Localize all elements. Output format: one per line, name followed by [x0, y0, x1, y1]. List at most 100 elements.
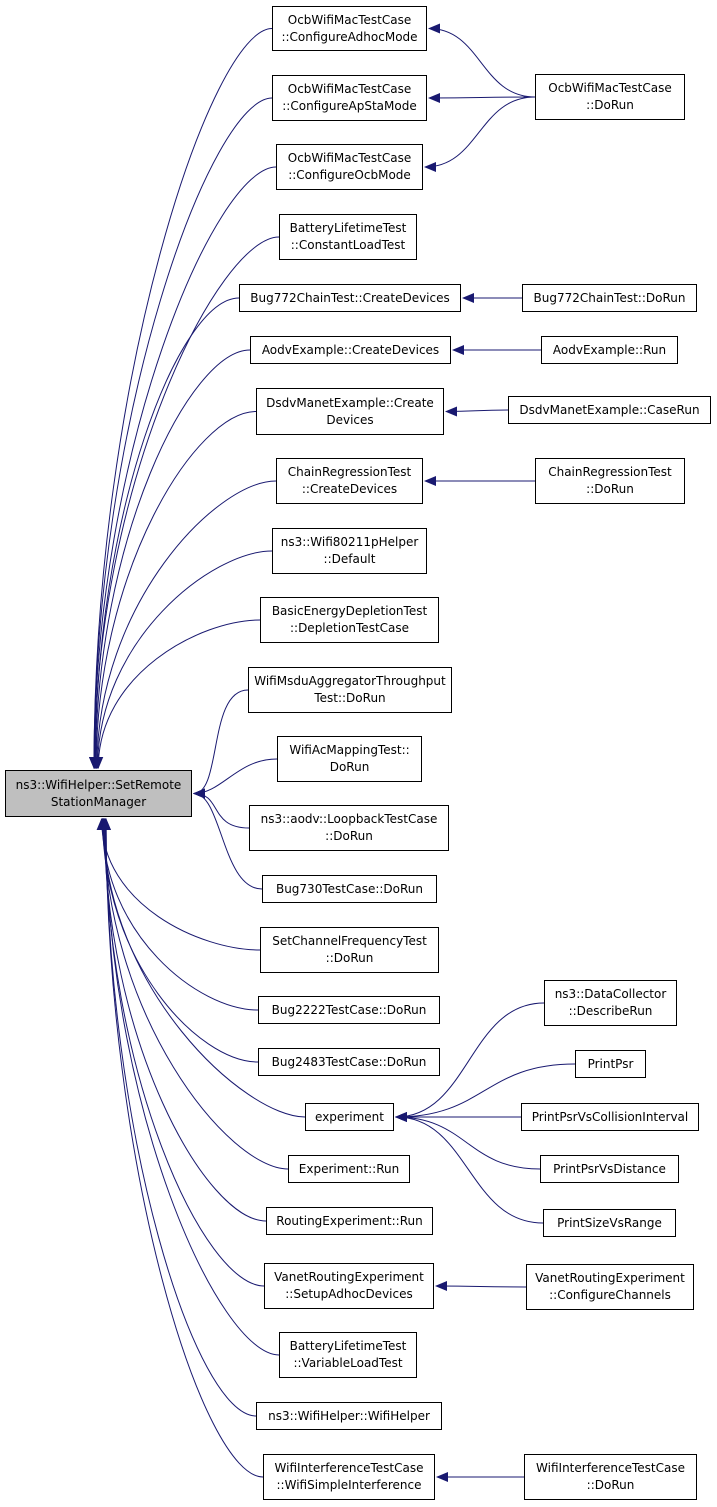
function-node-printpsrvsdistance[interactable]: PrintPsrVsDistance [540, 1155, 679, 1183]
function-node-wifiinterferencetestcase-wifisimpleinterference[interactable]: WifiInterferenceTestCase::WifiSimpleInte… [263, 1454, 435, 1500]
node-label-line: ::DoRun [586, 1478, 635, 1492]
node-label-line: VanetRoutingExperiment [274, 1270, 424, 1284]
edge-c16-to-root [97, 818, 259, 1011]
edge-c21-to-root [99, 818, 265, 1287]
node-label-line: ::VariableLoadTest [293, 1356, 403, 1370]
node-label-line: Bug2483TestCase::DoRun [271, 1054, 427, 1069]
edge-c1-to-root [89, 28, 273, 769]
node-label-line: Bug772ChainTest::CreateDevices [250, 290, 450, 305]
node-label-line: ::WifiSimpleInterference [276, 1478, 422, 1492]
function-node-experiment[interactable]: experiment [305, 1103, 394, 1131]
node-label-line: Test::DoRun [314, 691, 386, 705]
node-label-line: ChainRegressionTest [287, 465, 412, 479]
node-label-line: OcbWifiMacTestCase [287, 82, 412, 96]
edge-c18-to-root [98, 818, 306, 1118]
function-node-ocbwifimactestcase-dorun[interactable]: OcbWifiMacTestCase::DoRun [535, 74, 685, 120]
node-label-line: Bug772ChainTest::DoRun [533, 290, 686, 305]
function-node-ns3-datacollector-describerun[interactable]: ns3::DataCollector::DescribeRun [544, 980, 677, 1026]
function-node-wifiacmappingtest-dorun[interactable]: WifiAcMappingTest::DoRun [277, 736, 422, 782]
node-label-line: ::Default [323, 552, 376, 566]
function-node-printsizevsrange[interactable]: PrintSizeVsRange [543, 1209, 676, 1237]
edge-c6-to-root [90, 349, 251, 769]
function-node-bug2483testcase-dorun[interactable]: Bug2483TestCase::DoRun [258, 1048, 440, 1076]
function-node-basicenergydepletiontest-depletiontestcase[interactable]: BasicEnergyDepletionTest::DepletionTestC… [260, 597, 439, 643]
function-node-ns3-wifihelper-wifihelper[interactable]: ns3::WifiHelper::WifiHelper [256, 1402, 442, 1430]
node-label-line: DoRun [329, 760, 370, 774]
node-label-line: SetChannelFrequencyTest [272, 934, 427, 948]
node-label-line: ::ConfigureOcbMode [288, 168, 411, 182]
edge-c8-to-root [91, 480, 277, 769]
function-node-batterylifetimetest-variableloadtest[interactable]: BatteryLifetimeTest::VariableLoadTest [279, 1332, 417, 1378]
node-label-line: BatteryLifetimeTest [289, 1339, 407, 1353]
function-node-printpsr[interactable]: PrintPsr [575, 1050, 646, 1078]
node-label-line: PrintPsr [587, 1056, 634, 1071]
edge-c7-to-root [91, 411, 257, 769]
edge-d7-to-c18 [395, 1063, 576, 1122]
node-label-line: ::ConstantLoadTest [290, 238, 406, 252]
edge-d10-to-c18 [395, 1112, 544, 1224]
edge-d4-to-c7 [445, 406, 509, 417]
node-label-line: ns3::DataCollector [554, 987, 667, 1001]
edge-c3-to-root [89, 166, 277, 769]
node-label-line: ::ConfigureChannels [549, 1288, 671, 1302]
function-node-ocbwifimactestcase-configureadhocmode[interactable]: OcbWifiMacTestCase::ConfigureAdhocMode [272, 6, 427, 51]
node-label-line: BasicEnergyDepletionTest [271, 604, 428, 618]
function-node-experiment-run[interactable]: Experiment::Run [288, 1155, 410, 1183]
function-node-ocbwifimactestcase-configureocbmode[interactable]: OcbWifiMacTestCase::ConfigureOcbMode [276, 144, 423, 190]
node-label-line: ::ConfigureApStaMode [282, 99, 417, 113]
function-node-chainregressiontest-createdevices[interactable]: ChainRegressionTest::CreateDevices [276, 458, 423, 504]
edge-c14-to-root [193, 788, 263, 890]
edge-c2-to-root [89, 97, 273, 769]
node-label-line: ns3::WifiHelper::SetRemote [15, 777, 182, 792]
edge-d6-to-c18 [395, 1002, 545, 1122]
function-node-wifiinterferencetestcase-dorun[interactable]: WifiInterferenceTestCase::DoRun [524, 1454, 697, 1500]
node-label-line: PrintSizeVsRange [557, 1215, 662, 1230]
edge-d11-to-c21 [435, 1281, 527, 1292]
node-label-line: BatteryLifetimeTest [289, 221, 407, 235]
edge-c12-to-root [193, 758, 278, 799]
function-node-setchannelfrequencytest-dorun[interactable]: SetChannelFrequencyTest::DoRun [260, 927, 439, 973]
node-label-line: Bug730TestCase::DoRun [275, 881, 424, 896]
node-label-line: ::DepletionTestCase [289, 621, 410, 635]
node-label-line: WifiInterferenceTestCase [536, 1461, 685, 1475]
function-node-batterylifetimetest-constantloadtest[interactable]: BatteryLifetimeTest::ConstantLoadTest [279, 214, 417, 260]
edge-d1-to-c1 [428, 23, 536, 98]
node-label-line: ::DoRun [325, 829, 373, 843]
edge-d1-to-c3 [424, 96, 536, 172]
function-node-ns3-wifi80211phelper-default[interactable]: ns3::Wifi80211pHelper::Default [272, 528, 427, 574]
edge-c19-to-root [98, 818, 289, 1170]
function-node-chainregressiontest-dorun[interactable]: ChainRegressionTest::DoRun [535, 458, 685, 504]
node-label-line: RoutingExperiment::Run [276, 1213, 423, 1228]
edge-c11-to-root [193, 689, 249, 799]
function-node-routingexperiment-run[interactable]: RoutingExperiment::Run [266, 1207, 433, 1235]
node-label-line: AodvExample::Run [552, 342, 667, 357]
node-label-line: PrintPsrVsDistance [553, 1161, 666, 1176]
function-node-ocbwifimactestcase-configureapstamode[interactable]: OcbWifiMacTestCase::ConfigureApStaMode [272, 75, 427, 121]
function-node-vanetroutingexperiment-configurechannels[interactable]: VanetRoutingExperiment::ConfigureChannel… [526, 1264, 694, 1310]
function-node-dsdvmanetexample-caserun[interactable]: DsdvManetExample::CaseRun [508, 396, 711, 424]
edge-c22-to-root [100, 818, 280, 1356]
function-node-bug772chaintest-dorun[interactable]: Bug772ChainTest::DoRun [522, 284, 697, 312]
function-node-printpsrvscollisioninterval[interactable]: PrintPsrVsCollisionInterval [521, 1103, 699, 1131]
function-node-ns3-aodv-loopbacktestcase-dorun[interactable]: ns3::aodv::LoopbackTestCase::DoRun [249, 805, 449, 851]
function-node-vanetroutingexperiment-setupadhocdevices[interactable]: VanetRoutingExperiment::SetupAdhocDevice… [264, 1263, 434, 1309]
node-label-line: ns3::Wifi80211pHelper [280, 535, 419, 549]
node-label-line: ns3::WifiHelper::WifiHelper [268, 1408, 430, 1423]
node-label-line: ::CreateDevices [301, 482, 398, 496]
node-label-line: AodvExample::CreateDevices [261, 342, 440, 357]
function-node-aodvexample-createdevices[interactable]: AodvExample::CreateDevices [250, 336, 451, 364]
function-node-bug2222testcase-dorun[interactable]: Bug2222TestCase::DoRun [258, 996, 440, 1024]
node-label-line: PrintPsrVsCollisionInterval [531, 1109, 689, 1124]
function-node-aodvexample-run[interactable]: AodvExample::Run [541, 336, 678, 364]
node-label-line: OcbWifiMacTestCase [548, 81, 672, 95]
function-node-bug772chaintest-createdevices[interactable]: Bug772ChainTest::CreateDevices [239, 284, 461, 312]
function-node-bug730testcase-dorun[interactable]: Bug730TestCase::DoRun [262, 875, 437, 903]
node-label-line: ::DescribeRun [568, 1004, 653, 1018]
edge-c20-to-root [99, 818, 267, 1222]
node-label-line: Bug2222TestCase::DoRun [271, 1002, 427, 1017]
